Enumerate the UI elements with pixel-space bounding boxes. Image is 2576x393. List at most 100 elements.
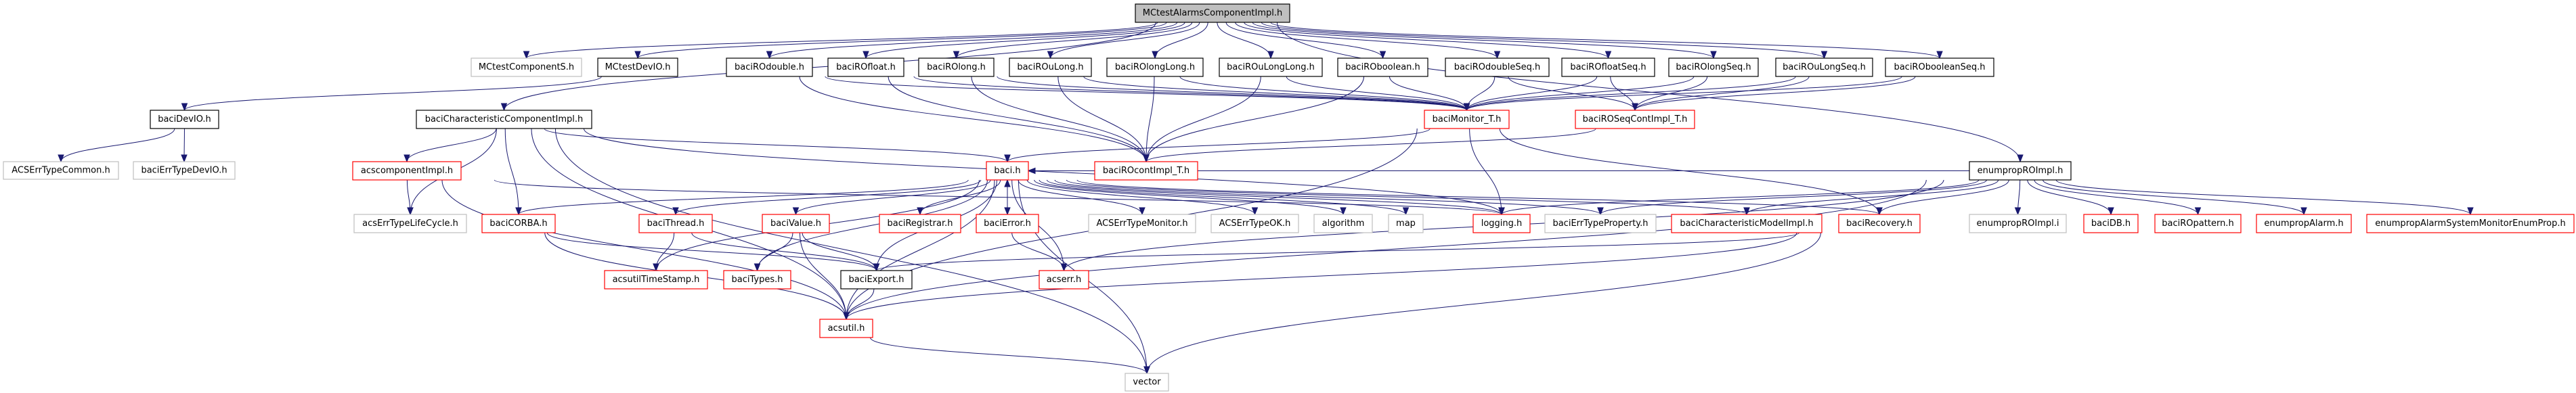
node-box [1088,214,1196,233]
node-rodouble[interactable]: baciROdouble.h [726,57,813,77]
node-db[interactable]: baciDB.h [2083,214,2139,233]
node-acscomp[interactable]: acscomponentImpl.h [352,161,462,181]
arrowhead-icon [2194,207,2202,216]
node-charcomp[interactable]: baciCharacteristicComponentImpl.h [416,110,592,129]
node-bacidevio[interactable]: baciDevIO.h [150,110,219,129]
node-value[interactable]: baciValue.h [762,214,830,233]
arrowhead-icon [1498,207,1505,216]
node-rolongseq[interactable]: baciROlongSeq.h [1668,57,1759,77]
edge-line [1466,76,1902,111]
node-logging[interactable]: logging.h [1472,214,1531,233]
node-rofloat[interactable]: baciROfloat.h [827,57,904,77]
node-box [2366,214,2575,233]
edge-line [956,22,1193,59]
node-label: baciROuLongLong.h [1227,62,1315,72]
node-monitor[interactable]: baciMonitor_T.h [1424,110,1510,129]
node-label: enumpropROImpl.h [1978,166,2064,176]
node-roboolean[interactable]: baciROboolean.h [1337,57,1428,77]
node-label: enumpropAlarm.h [2264,218,2343,229]
node-roseqcont[interactable]: baciROSeqContImpl_T.h [1575,110,1695,129]
edge-root-to-roulonglong [1217,22,1274,60]
node-enumalarmsys[interactable]: enumpropAlarmSystemMonitorEnumProp.h [2366,214,2575,233]
edge-line [1634,76,1916,111]
node-roulong[interactable]: baciROuLong.h [1009,57,1092,77]
node-ropattern[interactable]: baciROpattern.h [2154,214,2242,233]
node-label: baciROlongSeq.h [1676,62,1751,72]
edge-enumprop-to-db [2027,179,2114,216]
node-errdevio: baciErrTypeDevIO.h [133,161,236,180]
node-roulongseq[interactable]: baciROuLongSeq.h [1775,57,1873,77]
edge-line [1276,22,2021,162]
node-export[interactable]: baciExport.h [840,270,913,290]
arrowhead-icon [2017,154,2024,163]
node-rofloatseq[interactable]: baciROfloatSeq.h [1561,57,1655,77]
node-box [1544,214,1657,233]
edge-line [1007,128,1431,162]
arrowhead-icon [2014,207,2022,216]
node-timestamp[interactable]: acsutilTimeStamp.h [604,270,708,290]
node-error[interactable]: baciError.h [976,214,1039,233]
edge-line [2027,179,2112,215]
node-thread[interactable]: baciThread.h [638,214,713,233]
node-rolong[interactable]: baciROlong.h [918,57,995,77]
node-recovery[interactable]: baciRecovery.h [1838,214,1921,233]
node-box [1094,161,1198,181]
edge-line [795,179,991,215]
node-label: baciRegistrar.h [888,218,953,229]
edge-line [1011,232,1064,271]
node-rodoubleseq[interactable]: baciROdoubleSeq.h [1445,57,1550,77]
node-roulonglong[interactable]: baciROuLongLong.h [1219,57,1323,77]
node-root[interactable]: MCtestAlarmsComponentImpl.h [1135,3,1290,23]
node-label: baciROpattern.h [2162,218,2233,229]
node-label: map [1396,218,1416,229]
node-box [762,214,830,233]
node-enumpropi: enumpropROImpl.i [1969,214,2067,233]
node-label: baciROfloat.h [836,62,896,72]
edge-corba-to-export [546,232,880,272]
node-robooleanseq[interactable]: baciRObooleanSeq.h [1885,57,1994,77]
node-label: baciROdouble.h [735,62,804,72]
edge-rolongseq-to-monitor [1463,76,1695,112]
node-acsutil[interactable]: acsutil.h [819,319,873,338]
edge-root-to-mcdevio [634,22,1167,60]
edge-acscomp-to-logging [494,179,1505,216]
arrowhead-icon [1876,207,1883,216]
edge-line [1466,76,1695,111]
node-acserr[interactable]: acserr.h [1039,270,1089,290]
edge-baci-to-errmonitor [1018,179,1145,216]
edge-roulonglong-to-rocont [1143,76,1261,163]
edge-line [1389,76,1467,111]
node-box [1838,214,1921,233]
edge-line [1057,76,1147,162]
node-rolonglong[interactable]: baciROlongLong.h [1106,57,1204,77]
node-box [827,57,904,77]
arrowhead-icon [843,312,850,321]
node-rocont[interactable]: baciROcontImpl_T.h [1094,161,1198,181]
edge-line [846,232,1797,320]
node-box [597,57,678,77]
edge-line [1145,76,1155,162]
node-enumalarm[interactable]: enumpropAlarm.h [2256,214,2352,233]
edge-line [441,179,847,320]
node-charmodel[interactable]: baciCharacteristicModelImpl.h [1671,214,1822,233]
edge-root-to-enumprop [1276,22,2024,163]
edge-charcomp-to-acscomp [403,128,497,163]
edge-line [1054,179,1601,215]
edge-thread-to-export [691,232,880,272]
node-box [1424,110,1510,129]
node-registrar[interactable]: baciRegistrar.h [879,214,961,233]
node-types[interactable]: baciTypes.h [723,270,791,290]
arrowhead-icon [500,103,508,112]
node-corba[interactable]: baciCORBA.h [481,214,556,233]
arrowhead-icon [1143,366,1150,375]
node-box [2154,214,2242,233]
edge-rofloat-to-monitor [913,76,1470,112]
edge-rodouble-to-monitor [825,76,1470,112]
arrowhead-icon [1379,51,1387,60]
node-mcdevio[interactable]: MCtestDevIO.h [597,57,678,77]
edge-line [1046,179,1502,215]
node-map: map [1388,214,1424,233]
node-baci[interactable]: baci.h [986,161,1029,181]
node-enumprop[interactable]: enumpropROImpl.h [1969,161,2072,181]
node-box [1671,214,1822,233]
